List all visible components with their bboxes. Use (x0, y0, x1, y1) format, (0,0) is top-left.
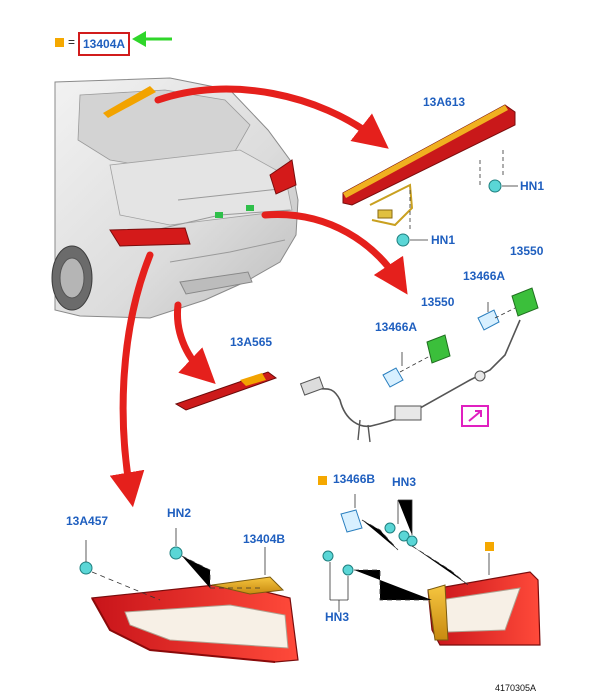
high-mount-stop-lamp (342, 104, 516, 232)
inner-lamp-legend-swatch (485, 542, 494, 575)
label-13a613: 13A613 (423, 95, 466, 109)
label-13a565: 13A565 (230, 335, 273, 349)
detail-callout-icon (461, 405, 489, 427)
plate-lamp-13a565 (174, 371, 278, 411)
hn3-fasteners-bottom (322, 550, 432, 612)
legend-part-label: 13404A (83, 37, 126, 51)
label-13a457: 13A457 (66, 514, 109, 528)
legend-swatch-13466b (318, 476, 327, 485)
legend-equals: = (68, 35, 76, 49)
label-13466a-b: 13466A (463, 269, 506, 283)
label-13466b: 13466B (333, 472, 376, 486)
label-13404b: 13404B (243, 532, 286, 546)
lamp-nut-13a457 (79, 540, 161, 601)
legend-part-box: 13404A (78, 32, 131, 56)
hn1-fastener-top (488, 179, 518, 193)
label-13550-b: 13550 (510, 244, 544, 258)
red-arrows (109, 85, 408, 508)
wiring-harness (299, 302, 521, 443)
label-hn3-top: HN3 (392, 475, 417, 489)
label-hn3-bottom: HN3 (325, 610, 350, 624)
hn3-fasteners-top (384, 499, 469, 586)
inner-tail-lamp (427, 571, 541, 646)
vehicle-rear-illustration (51, 77, 299, 319)
label-hn1-bottom: HN1 (431, 233, 456, 247)
green-arrow (132, 31, 172, 47)
label-hn1-top: HN1 (520, 179, 545, 193)
hn1-fastener-bottom (396, 233, 428, 247)
bulb-socket-13466b (340, 494, 399, 551)
legend-swatch (55, 38, 64, 47)
hn2-fastener (169, 528, 262, 589)
label-hn2: HN2 (167, 506, 192, 520)
connector-13550-a (426, 334, 451, 364)
label-13466a-a: 13466A (375, 320, 418, 334)
label-13550-a: 13550 (421, 295, 455, 309)
outer-tail-lamp (91, 576, 299, 663)
figure-reference: 4170305A (495, 683, 537, 693)
connector-13550-b (511, 287, 539, 317)
